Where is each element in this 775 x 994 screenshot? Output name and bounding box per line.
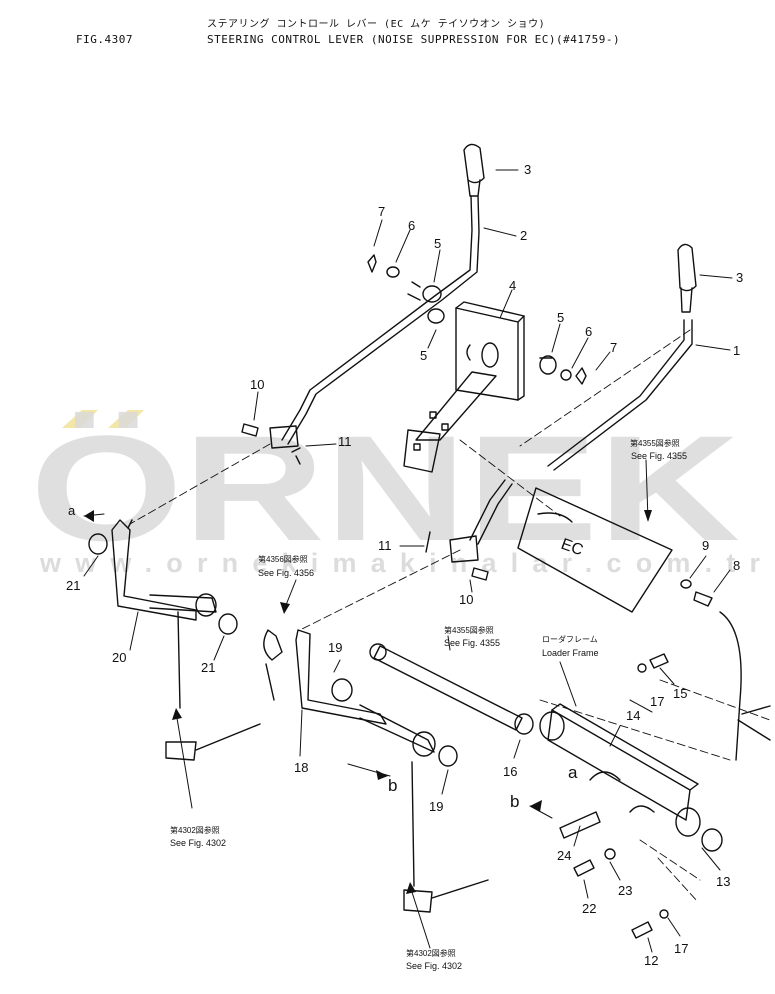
leader-lines — [83, 169, 733, 953]
callout-4: 4 — [509, 278, 516, 293]
dashed-lines — [129, 329, 771, 903]
part-bushings-upper — [367, 254, 445, 324]
callout-a-frame: a — [568, 763, 578, 782]
loader-frame-jp: ローダフレーム — [542, 634, 598, 644]
callout-10-lower: 10 — [459, 592, 473, 607]
callout-16: 15 — [673, 686, 687, 701]
callout-8: 8 — [733, 558, 740, 573]
callout-9: 9 — [702, 538, 709, 553]
ec-mark-label: EC — [559, 536, 586, 560]
japanese-title: ステアリング コントロール レバー (EC ムケ テイソウオン ショウ) — [207, 19, 546, 30]
callout-15: 12 — [644, 953, 658, 968]
callout-5-upper: 5 — [434, 236, 441, 251]
arrow-ref-4302b — [406, 882, 416, 894]
callout-19-lower: 19 — [429, 799, 443, 814]
ref-4302a-en: See Fig. 4302 — [170, 838, 226, 848]
figure-number: FIG.4307 — [76, 33, 133, 46]
loader-frame-en: Loader Frame — [542, 648, 599, 658]
callout-17-upper: 17 — [650, 694, 664, 709]
callout-17-lower: 17 — [674, 941, 688, 956]
callout-18: 18 — [294, 760, 308, 775]
arrow-ref-4302a — [172, 708, 182, 720]
ref-4302a-jp: 第4302図参照 — [170, 825, 220, 835]
ref-4302b-jp: 第4302図参照 — [406, 948, 456, 958]
callout-3-upper: 3 — [524, 162, 531, 177]
part-lever-18 — [263, 629, 489, 913]
part-frame-bracket-12 — [539, 703, 723, 852]
ref-4355b-en: See Fig. 4355 — [444, 638, 500, 648]
part-lever-20 — [88, 519, 261, 761]
ref-4356-en: See Fig. 4356 — [258, 568, 314, 578]
callout-11-upper: 11 — [338, 434, 352, 449]
callout-22: 22 — [582, 901, 596, 916]
part-bolts — [241, 423, 713, 607]
part-lever-right — [449, 319, 693, 563]
part-knob-upper — [463, 143, 485, 197]
arrowheads — [84, 510, 652, 894]
ref-4302b-en: See Fig. 4302 — [406, 961, 462, 971]
arrow-a-left — [84, 510, 94, 522]
loader-frame-edge — [719, 611, 771, 761]
ref-4356-jp: 第4356図参照 — [258, 554, 308, 564]
callout-1: 1 — [733, 343, 740, 358]
callout-b-lever: b — [388, 776, 397, 795]
part-knob-right — [677, 243, 697, 313]
callout-21-left: 21 — [66, 578, 80, 593]
callout-5-right: 5 — [557, 310, 564, 325]
callout-2: 2 — [520, 228, 527, 243]
english-title: STEERING CONTROL LEVER (NOISE SUPPRESSIO… — [207, 33, 621, 46]
callout-19-upper: 19 — [328, 640, 342, 655]
callout-14: 16 — [503, 764, 517, 779]
callout-7-upper: 7 — [378, 204, 385, 219]
callout-11-lower: 11 — [378, 538, 392, 553]
callout-6-right: 6 — [585, 324, 592, 339]
ref-4355a-jp: 第4355図参照 — [630, 438, 680, 448]
arrow-ref-4355a — [644, 510, 652, 522]
callout-6-upper: 6 — [408, 218, 415, 233]
arrow-ref-4356 — [280, 602, 290, 614]
callout-12: 14 — [626, 708, 640, 723]
callout-10-upper: 10 — [250, 377, 264, 392]
callout-20: 20 — [112, 650, 126, 665]
callout-b-frame: b — [510, 792, 519, 811]
callout-13: 13 — [716, 874, 730, 889]
part-bushings-right — [539, 355, 587, 385]
callout-a-left: a — [68, 503, 76, 518]
callout-23: 23 — [618, 883, 632, 898]
part-lever-upper — [269, 195, 480, 449]
callout-24: 24 — [557, 848, 571, 863]
callout-21-right: 21 — [201, 660, 215, 675]
part-bracket — [403, 301, 525, 473]
callout-3-right: 3 — [736, 270, 743, 285]
part-bolts-lower — [573, 653, 669, 939]
ref-4355a-en: See Fig. 4355 — [631, 451, 687, 461]
ref-4355b-jp: 第4355図参照 — [444, 625, 494, 635]
arrow-b-frame — [530, 800, 542, 812]
callout-7-right: 7 — [610, 340, 617, 355]
callout-5-lower: 5 — [420, 348, 427, 363]
part-shaft — [369, 643, 534, 735]
arrow-b-lever — [376, 770, 388, 780]
